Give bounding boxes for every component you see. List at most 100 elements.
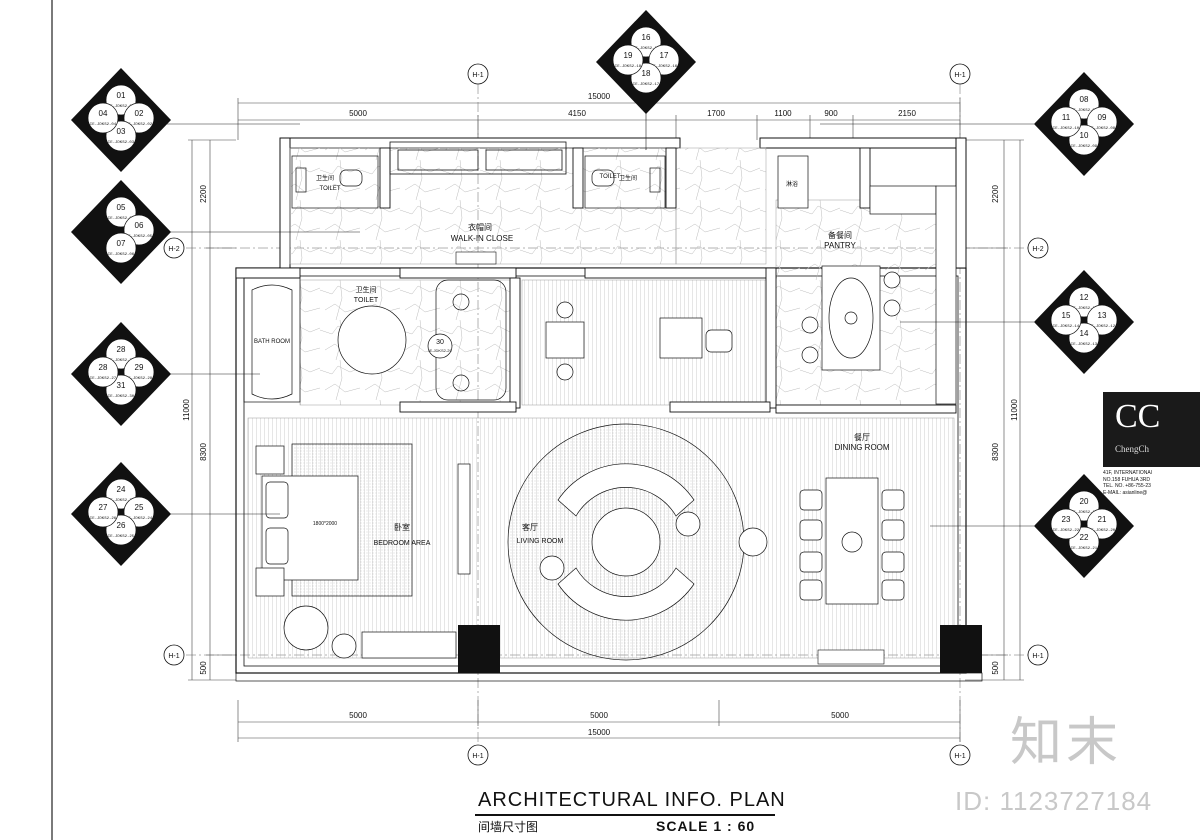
elevation-callout: 16IE-JDKS2-1517IE-JDKS2-1618IE-JDKS2-171… (596, 10, 696, 114)
drawing-subtitle: 间墙尺寸图 (478, 820, 539, 834)
callout-diamond (71, 462, 171, 566)
callout-code: IE-JDKS2-13 (1071, 343, 1098, 347)
callout-circle (87, 102, 119, 134)
callout-number: 27 (99, 503, 108, 512)
callout-diamond (1034, 474, 1134, 578)
top-dim-3: 1700 (707, 109, 725, 118)
callout-code: IE-JDKS2-04 (108, 217, 135, 221)
drawing-scale: SCALE 1 : 60 (656, 818, 756, 834)
elevation-callout: 20IE-JDKS2-1921IE-JDKS2-2022IE-JDKS2-212… (1034, 474, 1134, 578)
living-en: LIVING ROOM (517, 538, 564, 545)
callout-number: 08 (1080, 95, 1089, 104)
callout-code: IE-JDKS2-03 (108, 141, 135, 145)
callout-number: 17 (660, 51, 669, 60)
top-dim-1: 5000 (349, 109, 367, 118)
callout-number: 25 (135, 503, 144, 512)
svg-text:IE-JDKS2-29: IE-JDKS2-29 (428, 348, 452, 353)
right-toilet (584, 155, 666, 209)
callout-code: IE-JDKS2-07 (1071, 109, 1098, 113)
bottom-dim-2: 5000 (590, 711, 608, 720)
callout-circle (612, 44, 644, 76)
axis-bubble-bottom-right: H-1 (949, 744, 971, 766)
callout-code: IE-JDKS2-10 (1053, 127, 1080, 131)
callout-links (165, 112, 1034, 527)
window-frame-top (389, 141, 567, 175)
callout-circle (1050, 106, 1082, 138)
bottom-dim-1: 5000 (349, 711, 367, 720)
top-dimension-labels: 5000 4150 1700 1100 900 2150 (349, 109, 916, 118)
callout-diamond (1034, 72, 1134, 176)
svg-text:H-1: H-1 (472, 72, 483, 79)
callout-number: 10 (1080, 131, 1089, 140)
bottom-dimension-labels: 5000 5000 5000 15000 (349, 711, 849, 737)
axis-bubble-bottom-left: H-1 (467, 744, 489, 766)
living-room-circle (507, 423, 768, 661)
bottom-dim-3: 5000 (831, 711, 849, 720)
callout-code: IE-JDKS2-28 (126, 377, 153, 381)
svg-text:500: 500 (199, 661, 208, 675)
axis-bubble-top-right: H-1 (949, 63, 971, 85)
callout-code: IE-JDKS2-12 (1089, 325, 1116, 329)
svg-text:11000: 11000 (1010, 399, 1019, 421)
callout-number: 21 (1098, 515, 1107, 524)
callout-number: 01 (117, 91, 126, 100)
pantry-cn: 备餐间 (828, 230, 852, 240)
callout-number: 29 (135, 363, 144, 372)
pantry-island (801, 265, 901, 371)
top-dimension-chain (237, 98, 961, 140)
svg-text:H-1: H-1 (954, 72, 965, 79)
top-dim-2: 4150 (568, 109, 586, 118)
callout-code: IE-JDKS2-17 (633, 83, 660, 87)
callout-number: 24 (117, 485, 126, 494)
callout-number: 12 (1080, 293, 1089, 302)
callout-number: 20 (1080, 497, 1089, 506)
callout-circle (1050, 508, 1082, 540)
title-underline (475, 814, 775, 816)
bathroom-zone-en: TOILET (354, 297, 379, 304)
bathroom-small-label: BATH ROOM (254, 339, 290, 345)
axis-bubble-top-left: H-1 (467, 63, 489, 85)
callout-code: IE-JDKS2-06 (108, 253, 135, 257)
bedroom-cn: 卧室 (394, 522, 410, 532)
svg-text:H-1: H-1 (954, 753, 965, 760)
callout-code: IE-JDKS2-01 (108, 105, 135, 109)
top-dim-6: 2150 (898, 109, 916, 118)
callout-code: IE-JDKS2-16 (651, 65, 678, 69)
callout-number: 03 (117, 127, 126, 136)
callout-code: IE-JDKS2-27 (108, 359, 135, 363)
brand-contact-info: 41F, INTERNATIONAl NO.158 FUHUA 3RD TEL.… (1103, 470, 1200, 496)
callout-code: IE-JDKS2-26 (90, 517, 117, 521)
callout-code: IE-JDKS2-18 (615, 65, 642, 69)
toilet-right-en: TOILET (600, 174, 621, 180)
callout-number: 28 (117, 345, 126, 354)
bathroom-zone-cn: 卫生间 (356, 285, 377, 294)
closet-en: WALK-IN CLOSE (451, 234, 513, 243)
callout-code: IE-JDKS2-19 (1071, 511, 1098, 515)
callout-number: 11 (1062, 113, 1071, 122)
bedroom-furniture (255, 443, 471, 659)
callout-code: IE-JDKS2-25 (108, 535, 135, 539)
callout-code: IE-JDKS2-22 (1053, 529, 1080, 533)
pantry-en: PANTRY (824, 241, 856, 250)
left-dimension-chain (188, 139, 236, 681)
callout-circle (1050, 304, 1082, 336)
svg-text:500: 500 (991, 661, 1000, 675)
top-dim-5: 900 (824, 109, 838, 118)
callout-code: IE-JDKS2-20 (1089, 529, 1116, 533)
callout-number: 15 (1062, 311, 1071, 320)
callout-number: 14 (1080, 329, 1089, 338)
brand-info-line: TEL. NO. +86-755-23 (1103, 483, 1151, 489)
callout-diamond (596, 10, 696, 114)
brand-mark: CC (1115, 398, 1161, 435)
callout-number: 28 (99, 363, 108, 372)
callout-number: 13 (1098, 311, 1107, 320)
callout-code: IE-JDKS2-24 (126, 517, 153, 521)
callout-code: IE-JDKS2-21 (1071, 547, 1098, 551)
shower-room (777, 155, 809, 209)
elevation-callout: 08IE-JDKS2-0709IE-JDKS2-0810IE-JDKS2-091… (1034, 72, 1134, 176)
callout-diamond (71, 322, 171, 426)
callout-number: 05 (117, 203, 126, 212)
callout-code: IE-JDKS2-23 (108, 499, 135, 503)
callout-code: IE-JDKS2-08 (1089, 127, 1116, 131)
callout-number: 09 (1098, 113, 1107, 122)
